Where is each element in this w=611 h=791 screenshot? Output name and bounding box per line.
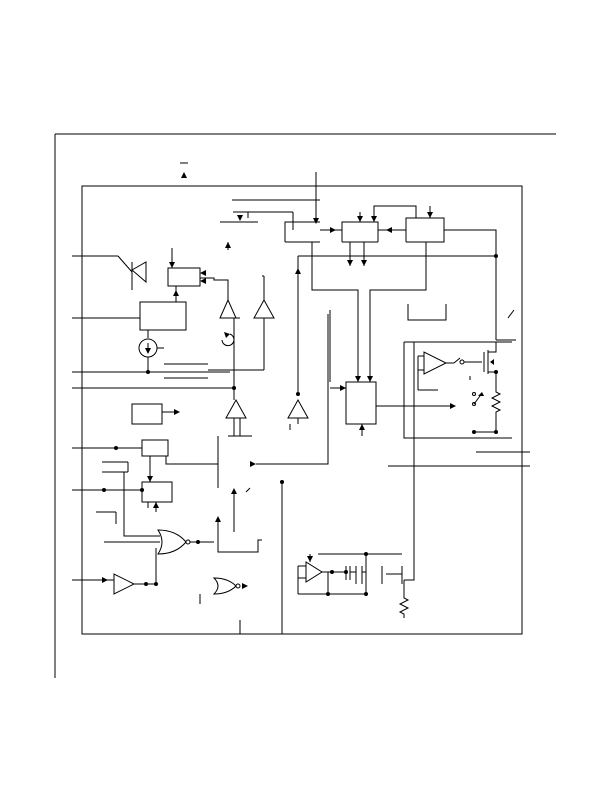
- left-pin-lines: [72, 255, 234, 581]
- oscillator-block: [167, 267, 201, 287]
- bottom-feed-line: [404, 342, 415, 581]
- latch-connections: [96, 446, 218, 537]
- driver-transistor: [483, 339, 516, 382]
- right-pin-lines: [388, 451, 530, 467]
- output-block-bottom: [217, 538, 262, 553]
- top-overbar-mark: [180, 162, 188, 178]
- central-logic-block: [345, 381, 377, 425]
- control-block-left: [220, 199, 320, 242]
- driver-enclosure: [403, 342, 512, 439]
- driver-amplifier: [417, 351, 482, 391]
- sense-switch: [469, 376, 484, 406]
- regulator-block: [139, 301, 187, 331]
- or-gate: [157, 529, 187, 555]
- oscillator-connections: [169, 242, 231, 302]
- sense-resistor: [472, 382, 502, 434]
- top-block-feeds: [295, 242, 427, 394]
- reference-amplifier: [297, 554, 366, 596]
- nor-gate: [212, 577, 237, 595]
- input-comparator-bottom: [102, 548, 158, 595]
- input-buffer-triangle: [117, 255, 147, 290]
- bottom-resistor: [398, 580, 410, 618]
- control-block-middle: [285, 212, 379, 243]
- right-small-block: [407, 304, 447, 321]
- regulator-connections: [138, 330, 230, 379]
- comparator-upper-right: [224, 275, 275, 371]
- status-block-output: [162, 409, 180, 415]
- page-frame: [54, 133, 556, 678]
- latch-block-lower: [141, 481, 173, 503]
- comparator-middle: [217, 398, 252, 488]
- control-block-right: [371, 205, 497, 340]
- or-gate-output: [190, 540, 214, 544]
- comparator-right: [287, 392, 309, 430]
- top-input-arrow: [313, 218, 319, 224]
- chip-outline: [81, 185, 523, 635]
- central-logic-connections: [330, 376, 456, 436]
- reference-capacitors: [318, 552, 403, 596]
- status-block: [131, 403, 163, 425]
- nor-gate-bubble: [235, 583, 241, 589]
- comparator-upper-left: [219, 295, 240, 347]
- nor-gate-output-arrow: [242, 583, 248, 589]
- slash-mark: [507, 309, 515, 319]
- latch-block-upper: [141, 439, 169, 457]
- output-block-connections: [215, 314, 329, 538]
